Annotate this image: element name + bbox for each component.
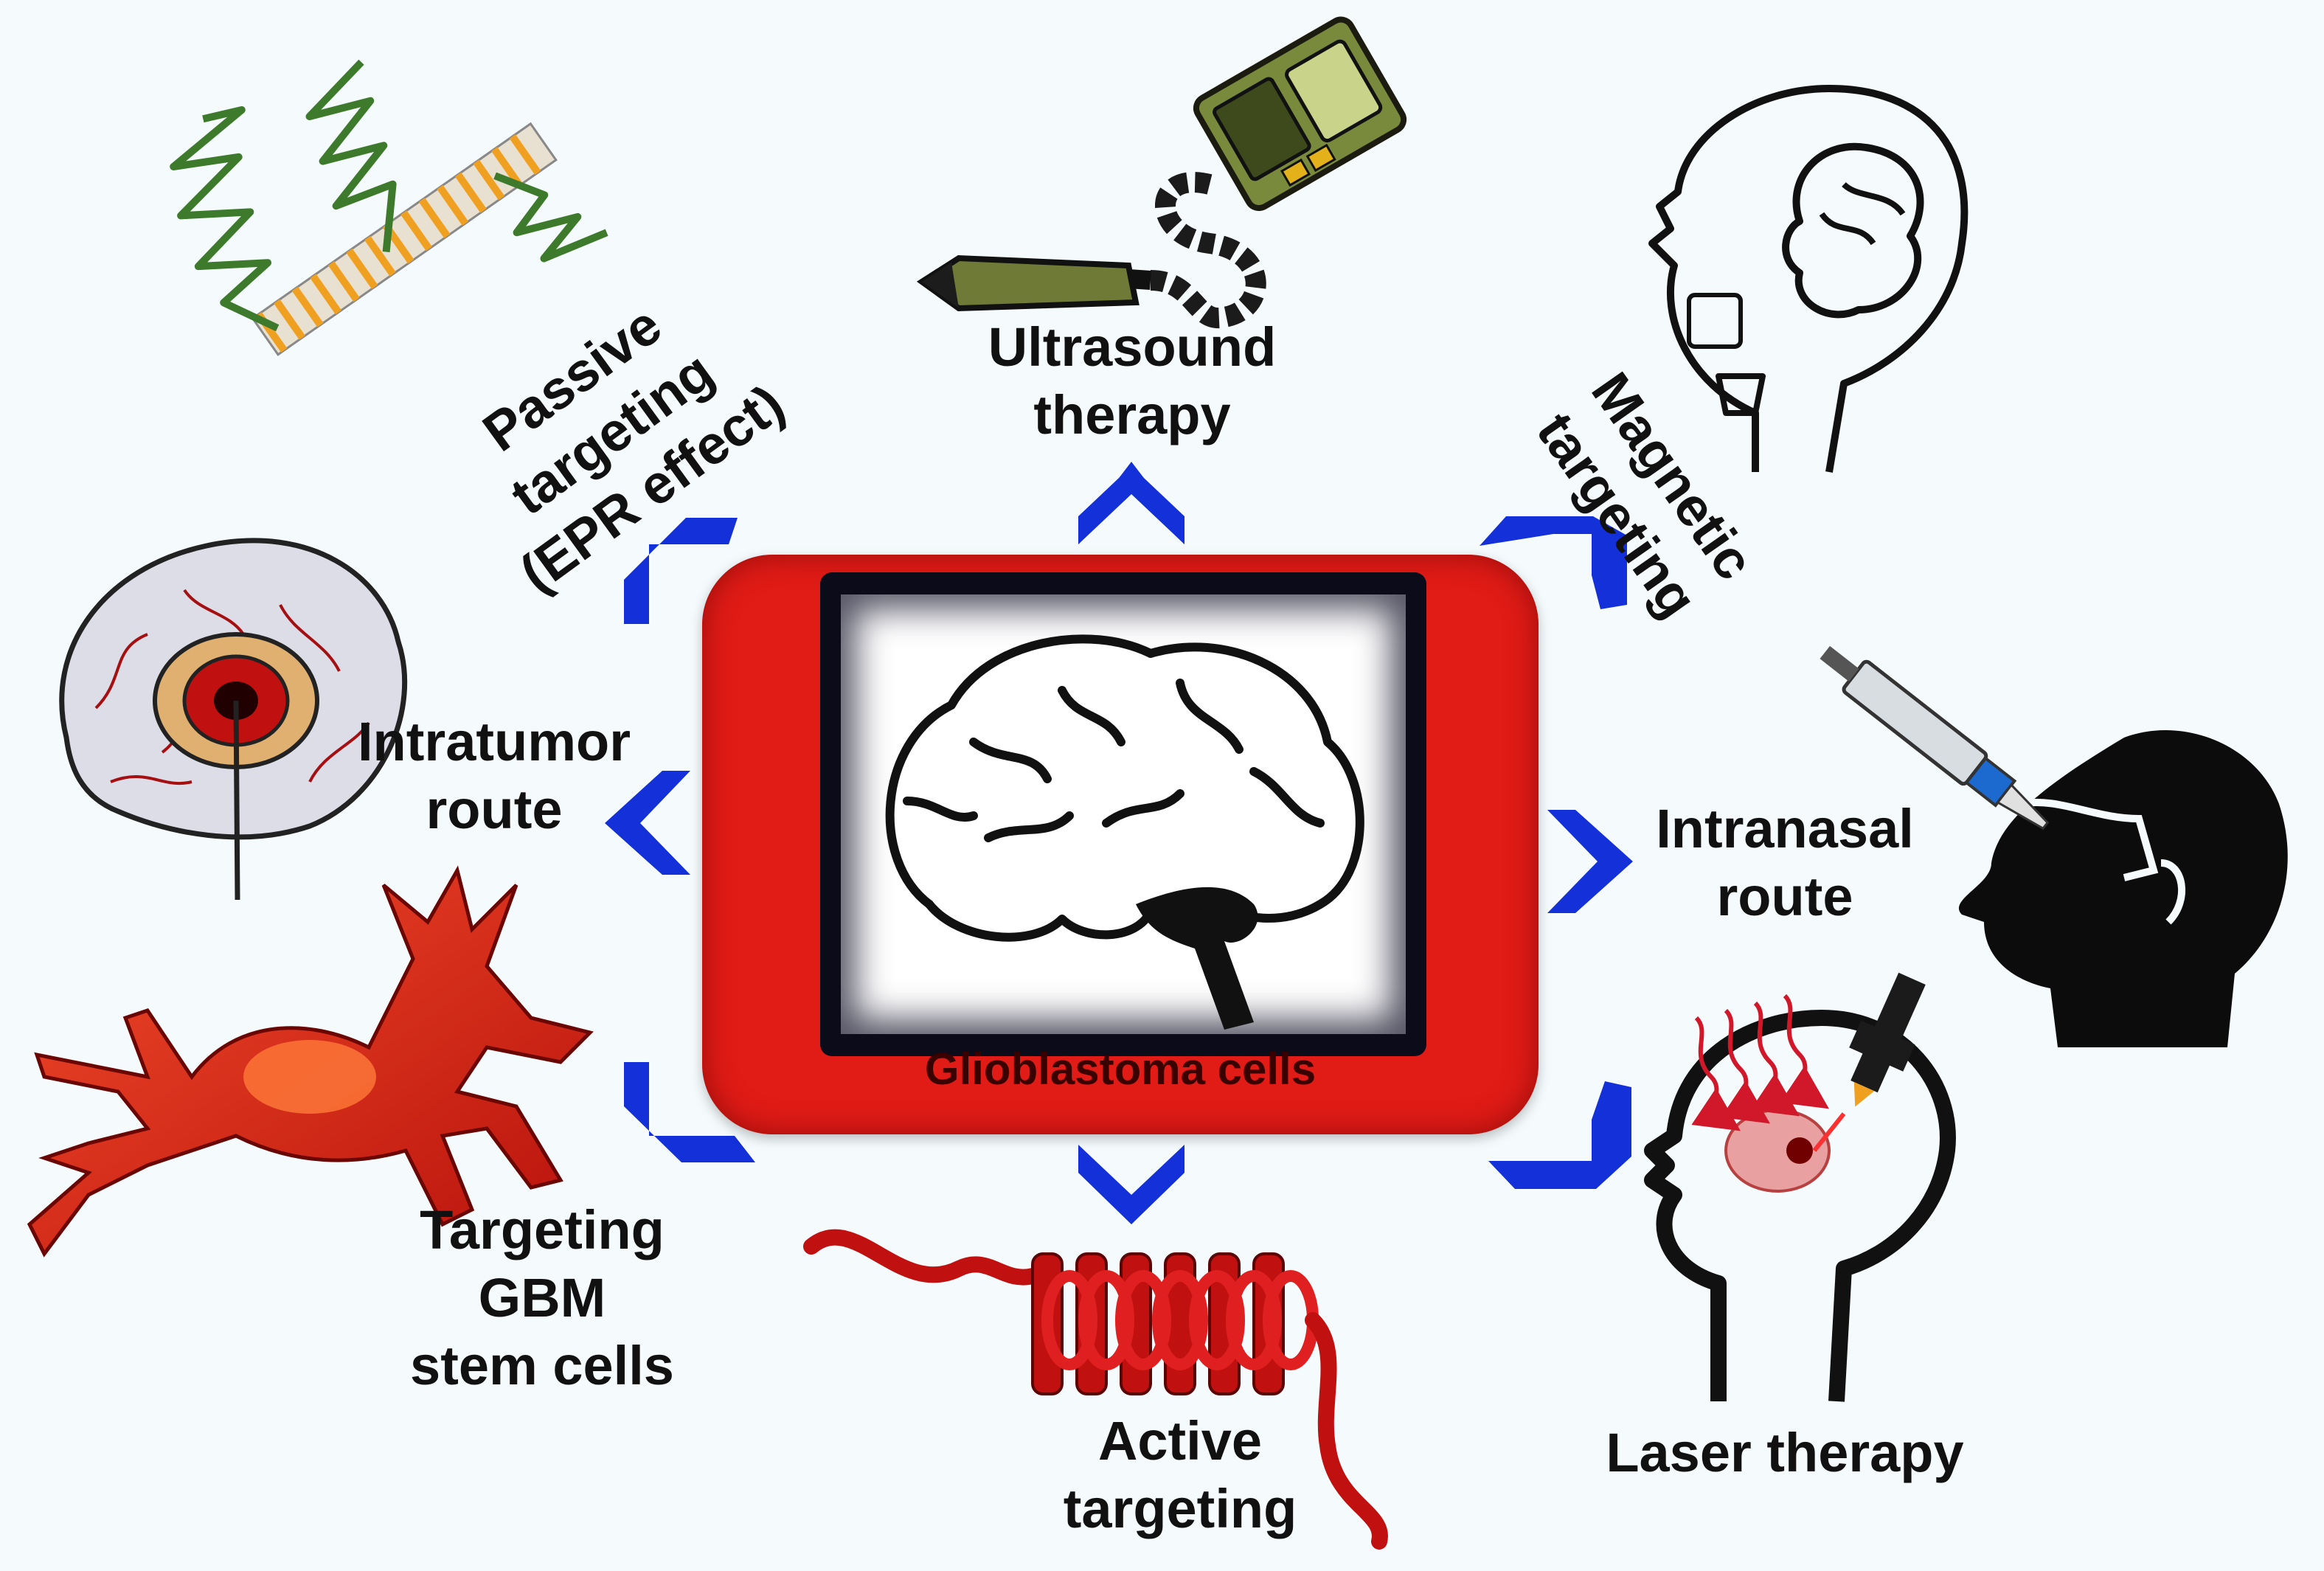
label-line: route — [1716, 866, 1853, 927]
label-line: Laser therapy — [1606, 1422, 1964, 1483]
arrow-upper-right — [1480, 516, 1627, 609]
arrow-right — [1547, 810, 1633, 913]
label-active-targeting: Active targeting — [1018, 1407, 1342, 1543]
label-intratumor-route: Intratumor route — [332, 708, 656, 844]
label-intranasal-route: Intranasal route — [1623, 795, 1947, 931]
label-ultrasound-therapy: Ultrasound therapy — [944, 313, 1320, 449]
label-line: therapy — [1033, 384, 1231, 445]
arrow-lower-right — [1488, 1081, 1631, 1189]
brain-screen — [841, 594, 1406, 1034]
label-line: Ultrasound — [988, 316, 1277, 378]
nanocarrier-membrane-icon — [170, 59, 608, 356]
brain-outline-icon — [885, 634, 1364, 1030]
label-line: route — [426, 779, 563, 840]
arrow-left — [605, 771, 690, 875]
glioma-stem-cell-icon — [27, 865, 594, 1258]
arrow-up — [1078, 462, 1184, 544]
label-line: Active — [1097, 1410, 1263, 1471]
arrow-down — [1078, 1145, 1184, 1224]
ultrasound-probe-icon — [916, 16, 1407, 329]
laser-head-icon — [1644, 972, 1956, 1402]
magnetic-head-icon — [1648, 85, 1969, 473]
label-line: Intranasal — [1656, 798, 1914, 859]
label-line: targeting — [1063, 1478, 1297, 1539]
label-line: Targeting — [420, 1199, 665, 1260]
arrow-lower-left — [624, 1062, 755, 1162]
center-caption: Glioblastoma cells — [924, 1044, 1317, 1094]
label-line: stem cells — [410, 1335, 674, 1396]
arrow-upper-left — [624, 518, 738, 624]
protein-helix-icon — [803, 1229, 1388, 1550]
label-targeting-gbm-stem-cells: Targeting GBM stem cells — [384, 1196, 701, 1400]
nasal-spray-head-icon — [1820, 645, 2288, 1047]
brain-injection-icon — [59, 538, 408, 901]
label-line: Intratumor — [358, 711, 631, 772]
label-line: GBM — [478, 1267, 606, 1328]
label-laser-therapy: Laser therapy — [1578, 1419, 1991, 1487]
